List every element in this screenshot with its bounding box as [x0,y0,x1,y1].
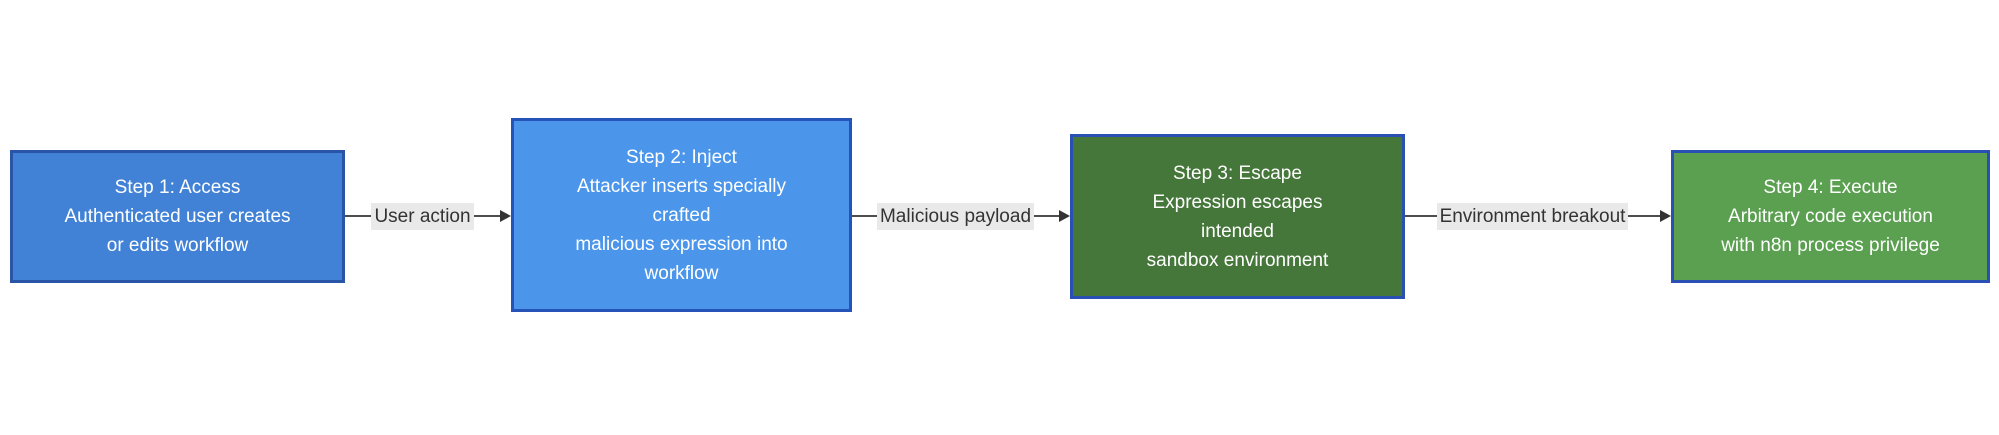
flow-edge-malicious-payload: Malicious payload [852,201,1070,231]
edge-line [345,215,372,217]
flow-edge-user-action: User action [345,201,512,231]
arrowhead-icon [1660,210,1672,222]
flow-node-step-1-access: Step 1: Access Authenticated user create… [10,150,345,283]
edge-line [1034,215,1059,217]
edge-line [1628,215,1661,217]
edge-label: Malicious payload [876,202,1035,230]
arrowhead-icon [1059,210,1070,222]
arrowhead-icon [500,210,512,222]
edge-line [473,215,501,217]
flow-node-step-3-escape: Step 3: Escape Expression escapes intend… [1070,134,1405,299]
edge-label: Environment breakout [1436,202,1629,230]
flow-node-step-2-inject: Step 2: Inject Attacker inserts speciall… [511,118,852,312]
edge-line [1405,215,1437,217]
edge-line [852,215,877,217]
flow-edge-environment-breakout: Environment breakout [1405,201,1672,231]
flow-node-step-4-execute: Step 4: Execute Arbitrary code execution… [1671,150,1990,283]
edge-label: User action [371,202,474,230]
